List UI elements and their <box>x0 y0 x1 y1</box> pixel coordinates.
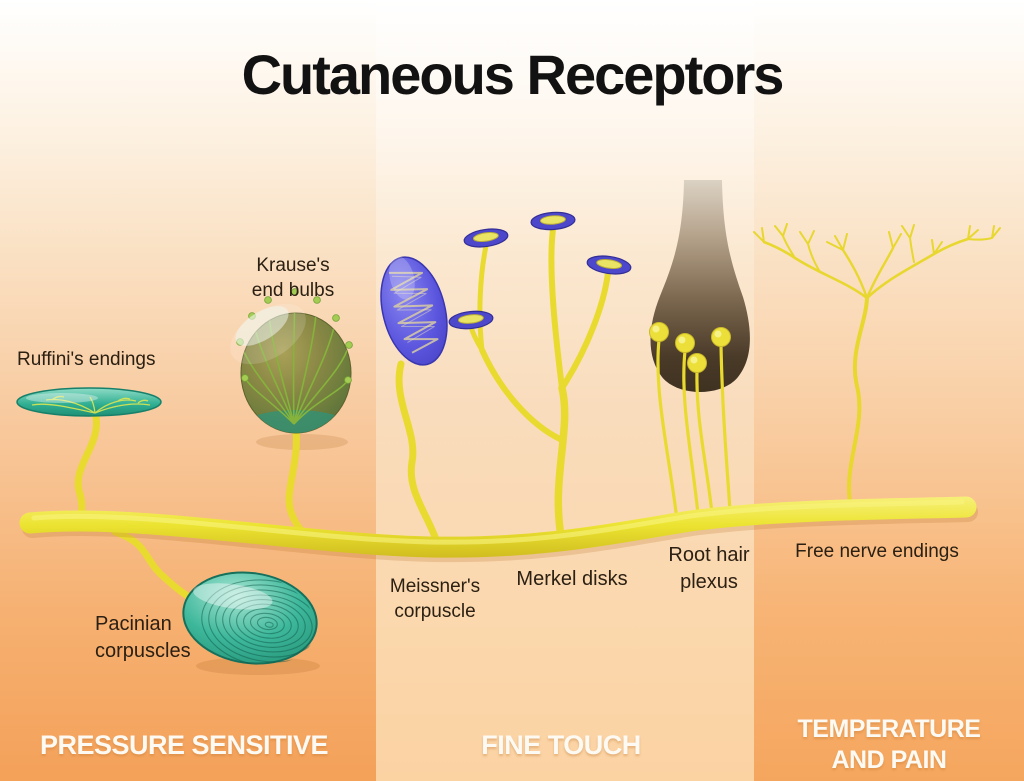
pacinian-corpuscle-illustration <box>182 571 327 668</box>
category-temperature-and-pain: TEMPERATURE AND PAIN <box>798 714 981 777</box>
root-hair-stems <box>656 338 732 516</box>
pacinian-shadow <box>196 657 320 675</box>
category-pressure-sensitive: PRESSURE SENSITIVE <box>39 729 329 763</box>
label-text: Merkel disks <box>516 568 628 590</box>
category-text: FINE TOUCH <box>481 730 641 760</box>
krause-shadow <box>256 434 348 450</box>
category-fine-touch: FINE TOUCH <box>481 729 641 763</box>
pacinian-stalk <box>111 528 201 606</box>
merkel-disks-illustration <box>448 211 632 330</box>
label-krause-end-bulbs: Krause's end bulbs <box>252 253 334 304</box>
label-pacinian-corpuscles: Pacinian corpuscles <box>95 611 191 665</box>
label-text: corpuscles <box>95 639 191 662</box>
label-ruffini-endings: Ruffini's endings <box>17 347 155 372</box>
label-text: end bulbs <box>251 280 335 302</box>
krause-end-bulb-illustration <box>230 288 353 434</box>
ruffini-endings-illustration <box>16 387 162 417</box>
meissner-stalk <box>395 360 442 549</box>
label-root-hair-plexus: Root hair plexus <box>668 542 749 596</box>
merkel-branch <box>479 347 565 443</box>
main-nerve-fiber <box>19 496 978 563</box>
label-merkel-disks: Merkel disks <box>516 566 627 593</box>
label-free-nerve-endings: Free nerve endings <box>795 539 959 564</box>
label-text: Krause's <box>256 255 330 276</box>
ruffini-stalk <box>74 408 100 528</box>
label-text: Free nerve endings <box>795 541 959 562</box>
temperature-pain-zone <box>754 0 1024 781</box>
label-text: corpuscle <box>394 601 476 623</box>
category-text: AND PAIN <box>831 746 947 775</box>
label-text: Ruffini's endings <box>17 349 156 370</box>
label-text: Root hair <box>668 544 750 566</box>
category-text: TEMPERATURE <box>797 715 981 743</box>
label-meissner-corpuscle: Meissner's corpuscle <box>390 574 480 625</box>
merkel-trunk <box>554 384 569 546</box>
label-text: Meissner's <box>389 576 481 597</box>
merkel-branch <box>559 270 611 391</box>
meissner-corpuscle-illustration <box>380 256 448 366</box>
root-hair-plexus-bulbs <box>649 322 731 373</box>
diagram-title: Cutaneous Receptors <box>241 43 785 106</box>
merkel-branch <box>548 226 565 391</box>
free-nerve-branches <box>753 223 1001 510</box>
merkel-branch <box>477 243 489 353</box>
label-text: plexus <box>680 570 738 593</box>
category-text: PRESSURE SENSITIVE <box>39 730 329 760</box>
label-text: Pacinian <box>95 613 172 635</box>
